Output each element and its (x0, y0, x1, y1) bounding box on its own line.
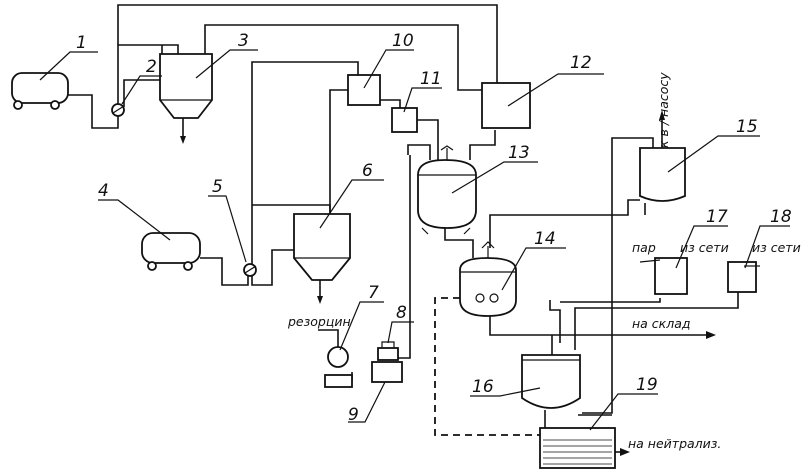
label-16: 16 (472, 377, 494, 397)
label-14: 14 (534, 229, 556, 249)
label-4: 4 (98, 181, 109, 201)
dispenser-7 (324, 346, 353, 388)
steam-label: пар (632, 240, 656, 255)
vessel-18 (727, 261, 757, 293)
pump-2 (111, 103, 125, 117)
label-17: 17 (706, 207, 728, 227)
from-network-17-label: из сети (680, 240, 729, 255)
label-1: 1 (76, 33, 87, 53)
vessel-12 (481, 82, 531, 129)
label-7: 7 (368, 283, 379, 303)
label-8: 8 (396, 303, 407, 323)
to-warehouse-label: на склад (632, 316, 691, 331)
vessel-10 (347, 74, 381, 106)
flow-arrows (180, 110, 716, 456)
label-15: 15 (736, 117, 758, 137)
label-10: 10 (392, 31, 414, 51)
label-13: 13 (508, 143, 530, 163)
reactor-13 (417, 145, 477, 235)
label-19: 19 (636, 375, 658, 395)
vessel-11 (391, 107, 418, 133)
pump-5 (243, 263, 257, 277)
tank-1 (11, 72, 69, 110)
label-leaders (39, 49, 790, 431)
hopper-6 (293, 213, 351, 281)
pipelines (68, 4, 739, 453)
reactor-14 (459, 241, 517, 317)
vessel-15 (639, 147, 686, 202)
label-6: 6 (362, 161, 373, 181)
tank-4 (141, 232, 201, 271)
label-11: 11 (420, 69, 442, 89)
label-5: 5 (212, 177, 223, 197)
apparatus-8-9 (371, 341, 403, 383)
to-neutralization-label: на нейтрализ. (628, 436, 721, 451)
label-2: 2 (146, 57, 157, 77)
from-network-18-label: из сети (752, 240, 801, 255)
tank-19 (539, 427, 616, 469)
resorcinol-label: резорцин (287, 314, 351, 329)
hopper-3 (159, 53, 213, 119)
label-3: 3 (238, 31, 249, 51)
to-pump-label: к в / насосу (656, 72, 671, 148)
label-12: 12 (570, 53, 592, 73)
label-18: 18 (770, 207, 792, 227)
label-9: 9 (348, 405, 359, 425)
vessel-16 (521, 354, 581, 409)
vessel-17 (654, 257, 688, 295)
dashed-drain-line (434, 297, 540, 436)
